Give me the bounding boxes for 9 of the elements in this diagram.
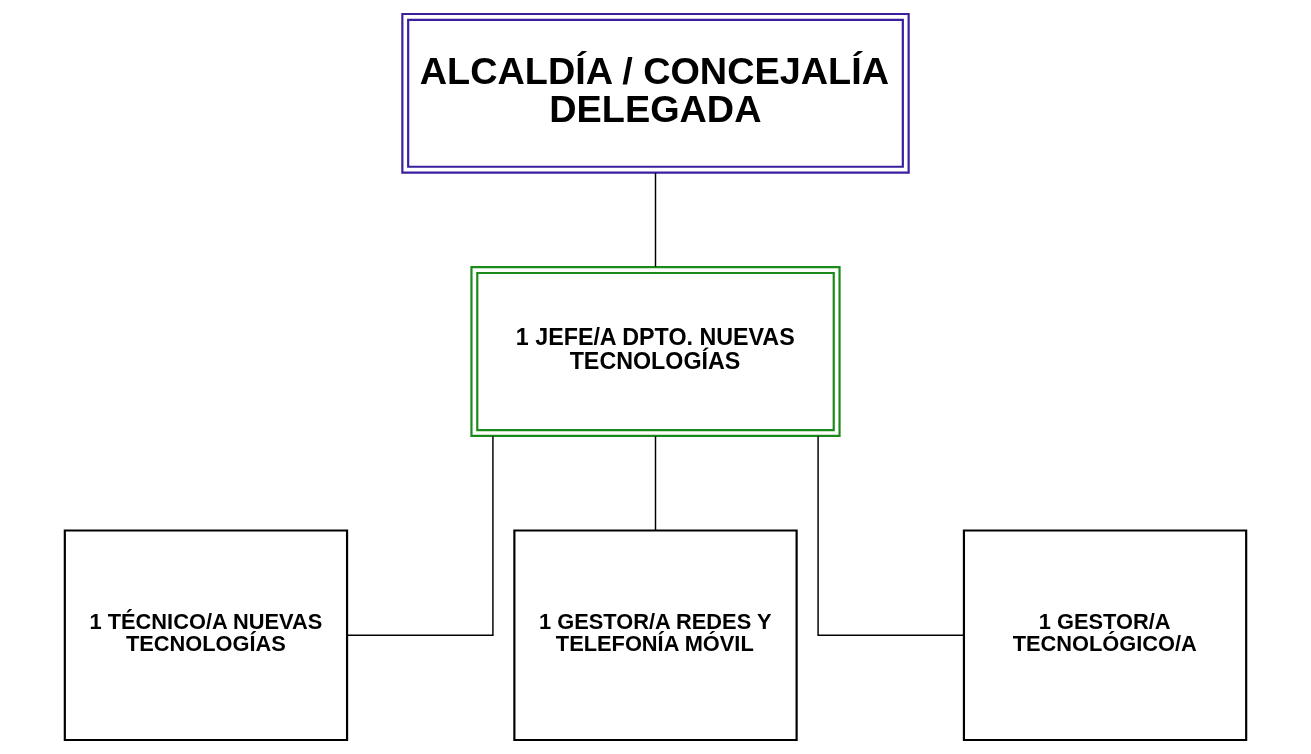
node-box: 1 TÉCNICO/A NUEVAS TECNOLOGÍAS (63, 529, 349, 742)
connector (817, 435, 965, 636)
node-box: 1 GESTOR/A REDES Y TELEFONÍA MÓVIL (513, 529, 798, 742)
node-box: 1 GESTOR/A TECNOLÓGICO/A (962, 529, 1248, 742)
node-box: ALCALDÍA / CONCEJALÍA DELEGADA (401, 12, 910, 174)
connector (654, 172, 657, 268)
node-box: 1 JEFE/A DPTO. NUEVAS TECNOLOGÍAS (470, 266, 841, 437)
connector (654, 435, 657, 532)
connector (346, 435, 494, 636)
